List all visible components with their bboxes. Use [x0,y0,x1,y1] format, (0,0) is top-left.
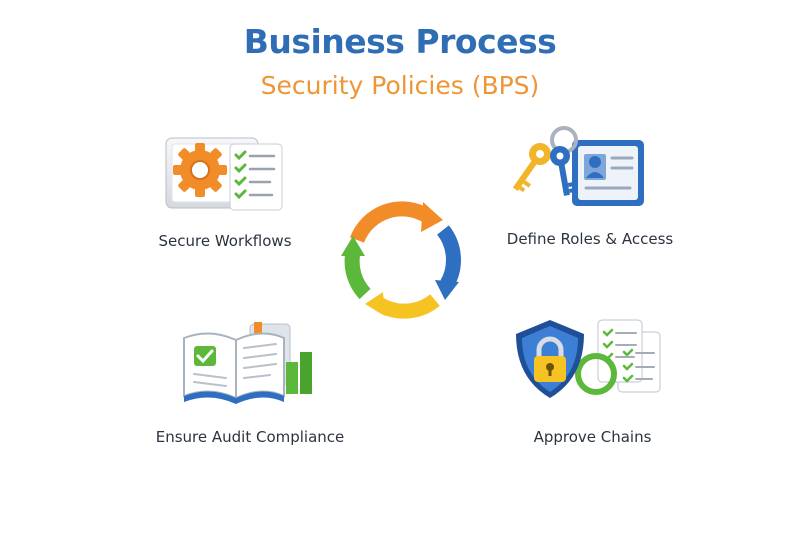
audit-compliance-item [180,318,315,406]
approve-chains-label: Approve Chains [533,428,652,446]
shield-lock-documents-icon [516,319,661,398]
define-roles-label: Define Roles & Access [506,230,674,248]
key-id-card-icon [512,126,644,206]
secure-workflows-item [160,130,290,218]
page-subtitle: Security Policies (BPS) [260,71,540,100]
define-roles-item [510,120,655,212]
center-cycle [335,200,470,324]
cycle-arrows-icon [341,201,461,319]
secure-workflows-label: Secure Workflows [158,232,292,250]
approve-chains-item [510,312,670,406]
audit-compliance-label: Ensure Audit Compliance [155,428,345,446]
gear-checklist-icon [165,137,283,211]
audit-book-chart-icon [183,322,312,404]
page-title: Business Process [243,22,557,61]
